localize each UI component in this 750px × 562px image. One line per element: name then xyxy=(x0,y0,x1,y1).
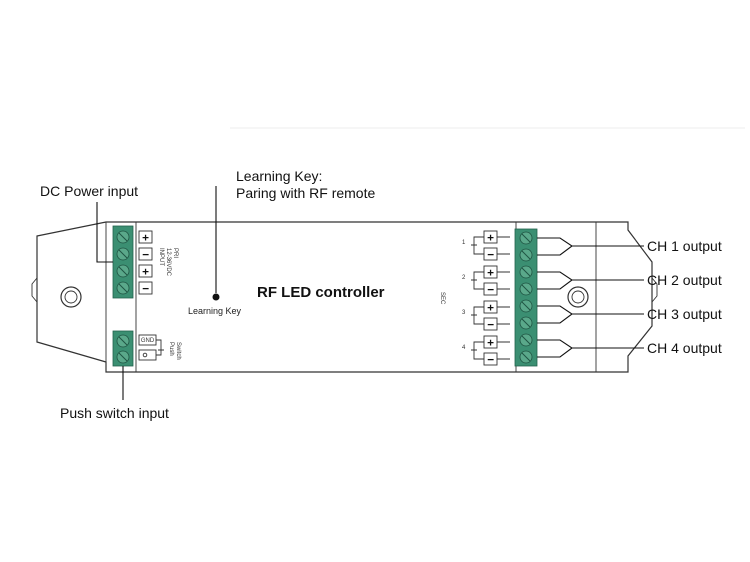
sec-text: SEC xyxy=(439,292,445,305)
ch3-plus: + xyxy=(487,301,494,314)
push-label-line2: Switch xyxy=(175,342,181,360)
channel-number-3: 3 xyxy=(462,310,466,316)
push-switch-terminal-block xyxy=(112,330,134,367)
push-switch-input-label: Push switch input xyxy=(60,405,169,421)
sec-label: SEC xyxy=(439,292,445,305)
left-mounting-hole xyxy=(60,286,82,308)
input-spec-line2: 12-36VDC xyxy=(165,248,171,277)
ch4-plus: + xyxy=(487,336,494,349)
ch3-output-label: CH 3 output xyxy=(647,306,722,322)
input-minus-2: − xyxy=(142,282,149,295)
ch4-minus: − xyxy=(487,353,494,366)
push-switch-marks: GND xyxy=(138,334,164,361)
push-label-line1: Push xyxy=(168,342,174,356)
ch1-output-label: CH 1 output xyxy=(647,238,722,254)
ch1-plus: + xyxy=(487,231,494,244)
channel-number-1: 1 xyxy=(462,240,466,246)
input-plus-1: + xyxy=(142,231,149,244)
left-mounting-hole-inner xyxy=(64,290,78,304)
ch2-minus: − xyxy=(487,283,494,296)
dc-input-polarity-marks: + − + − xyxy=(138,230,153,295)
input-spec-line3: PRI xyxy=(172,248,178,258)
output-leader-lines xyxy=(537,237,644,358)
right-mounting-hole-inner xyxy=(571,290,585,304)
input-spec-line1: INPUT xyxy=(158,248,164,266)
channel-number-4: 4 xyxy=(462,345,466,351)
ch3-minus: − xyxy=(487,318,494,331)
learning-key-label: Learning Key xyxy=(188,306,242,316)
channel-numbers: 1 2 3 4 xyxy=(462,240,466,351)
input-minus-1: − xyxy=(142,248,149,261)
learning-key-title: Learning Key: xyxy=(236,168,322,184)
learning-key-description: Paring with RF remote xyxy=(236,185,375,201)
push-switch-text: Push Switch xyxy=(168,342,181,360)
output-terminal-block xyxy=(514,228,538,367)
channel-number-2: 2 xyxy=(462,275,466,281)
ch2-plus: + xyxy=(487,266,494,279)
ch1-minus: − xyxy=(487,248,494,261)
right-mounting-hole xyxy=(567,286,589,308)
dc-power-input-label: DC Power input xyxy=(40,183,138,199)
gnd-label: GND xyxy=(141,338,155,344)
input-plus-2: + xyxy=(142,265,149,278)
learning-key-button xyxy=(212,293,220,301)
product-title: RF LED controller xyxy=(257,284,385,301)
input-spec-text: INPUT 12-36VDC PRI xyxy=(158,248,178,277)
ch2-output-label: CH 2 output xyxy=(647,272,722,288)
output-polarity-marks: + − + − + − + − xyxy=(483,230,498,366)
dc-input-terminal-block xyxy=(112,225,134,299)
dc-power-leader xyxy=(96,202,113,263)
ch4-output-label: CH 4 output xyxy=(647,340,722,356)
output-internal-symbols xyxy=(471,236,510,360)
